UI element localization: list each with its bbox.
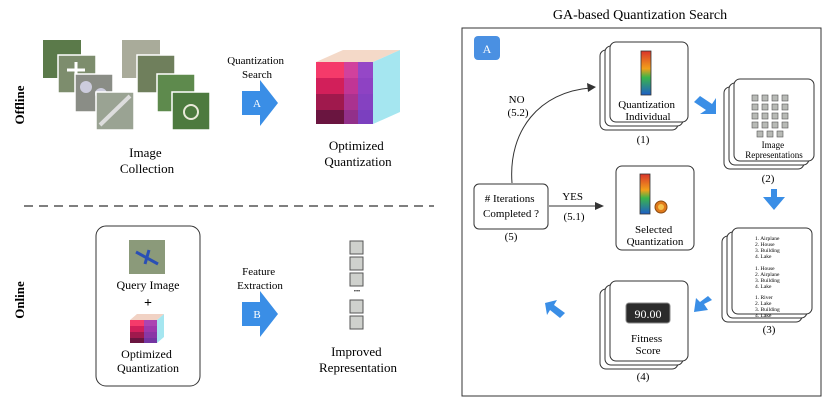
svg-text:1. River: 1. River — [755, 295, 773, 301]
vector-ellipsis: ••• — [354, 289, 360, 295]
svg-text:2. Lake: 2. Lake — [755, 301, 772, 307]
optimized-quantization-label: Optimized Quantization — [324, 138, 392, 169]
query-image-label: Query Image — [117, 278, 180, 292]
quantization-search-label: Quantization Search — [227, 55, 287, 81]
ga-panel — [461, 27, 822, 397]
svg-text:90.00: 90.00 — [635, 307, 662, 321]
svg-text:2. Airplane: 2. Airplane — [755, 272, 780, 278]
image-collection-label: Image Collection — [120, 145, 175, 176]
no-label: NO (5.2) — [507, 94, 528, 119]
ga-title: GA-based Quantization Search — [553, 8, 727, 23]
yes-arrowhead — [595, 202, 604, 210]
ranking-card — [721, 227, 813, 323]
image-representations-label: Image Representations — [745, 140, 803, 160]
decision-label: # Iterations Completed ? — [483, 193, 539, 220]
representation-grid — [751, 94, 789, 138]
svg-text:4. Lake: 4. Lake — [755, 254, 772, 260]
representation-vector — [349, 240, 364, 330]
svg-text:1. Airplane: 1. Airplane — [755, 236, 780, 242]
yes-label: YES (5.1) — [562, 191, 586, 223]
step-4-number: (4) — [637, 371, 650, 383]
ga-badge: A — [474, 36, 500, 60]
fitness-display: 90.00 — [625, 302, 671, 324]
selected-bar — [639, 173, 651, 215]
step-2-number: (2) — [762, 173, 775, 185]
arrow-b: B — [242, 291, 278, 337]
online-side-label: Online — [12, 281, 27, 319]
image-collection — [43, 40, 211, 131]
query-box — [95, 225, 201, 387]
arrow-a: A — [242, 80, 278, 126]
no-loop-arrow — [511, 87, 591, 184]
fitness-score-card — [599, 280, 689, 370]
step-3-number: (3) — [763, 324, 776, 336]
svg-text:1. House: 1. House — [755, 266, 775, 272]
svg-text:4. Lake: 4. Lake — [755, 313, 772, 319]
query-image — [129, 240, 165, 274]
no-loop-arrowhead — [587, 83, 596, 92]
fitness-score-label: Fitness Score — [631, 333, 665, 357]
decision-box — [473, 183, 549, 230]
quantization-individual-label: Quantization Individual — [618, 99, 678, 123]
svg-text:2. House: 2. House — [755, 242, 775, 248]
selected-quantization-label: Selected Quantization — [627, 224, 684, 248]
svg-text:3. Building: 3. Building — [755, 248, 780, 254]
optimized-quantization-cube — [316, 50, 400, 124]
svg-text:3. Building: 3. Building — [755, 307, 780, 313]
plus-sign: + — [144, 296, 152, 311]
ranking-list: 1. Airplane 2. House 3. Building 4. Lake… — [755, 236, 780, 319]
blue-flow-arrows — [545, 96, 785, 318]
online-optimized-label: Optimized Quantization — [117, 347, 179, 375]
small-cube — [130, 314, 164, 343]
step-5-number: (5) — [505, 231, 518, 243]
quantization-bar — [640, 50, 652, 96]
svg-text:B: B — [253, 309, 260, 321]
step-1-number: (1) — [637, 134, 650, 146]
svg-text:A: A — [253, 98, 261, 110]
improved-representation-label: Improved Representation — [319, 344, 397, 375]
svg-text:A: A — [483, 42, 492, 56]
feature-extraction-label: Feature Extraction — [237, 266, 283, 292]
offline-side-label: Offline — [12, 85, 27, 124]
svg-text:4. Lake: 4. Lake — [755, 284, 772, 290]
svg-text:3. Building: 3. Building — [755, 278, 780, 284]
award-medal-icon — [654, 200, 668, 214]
